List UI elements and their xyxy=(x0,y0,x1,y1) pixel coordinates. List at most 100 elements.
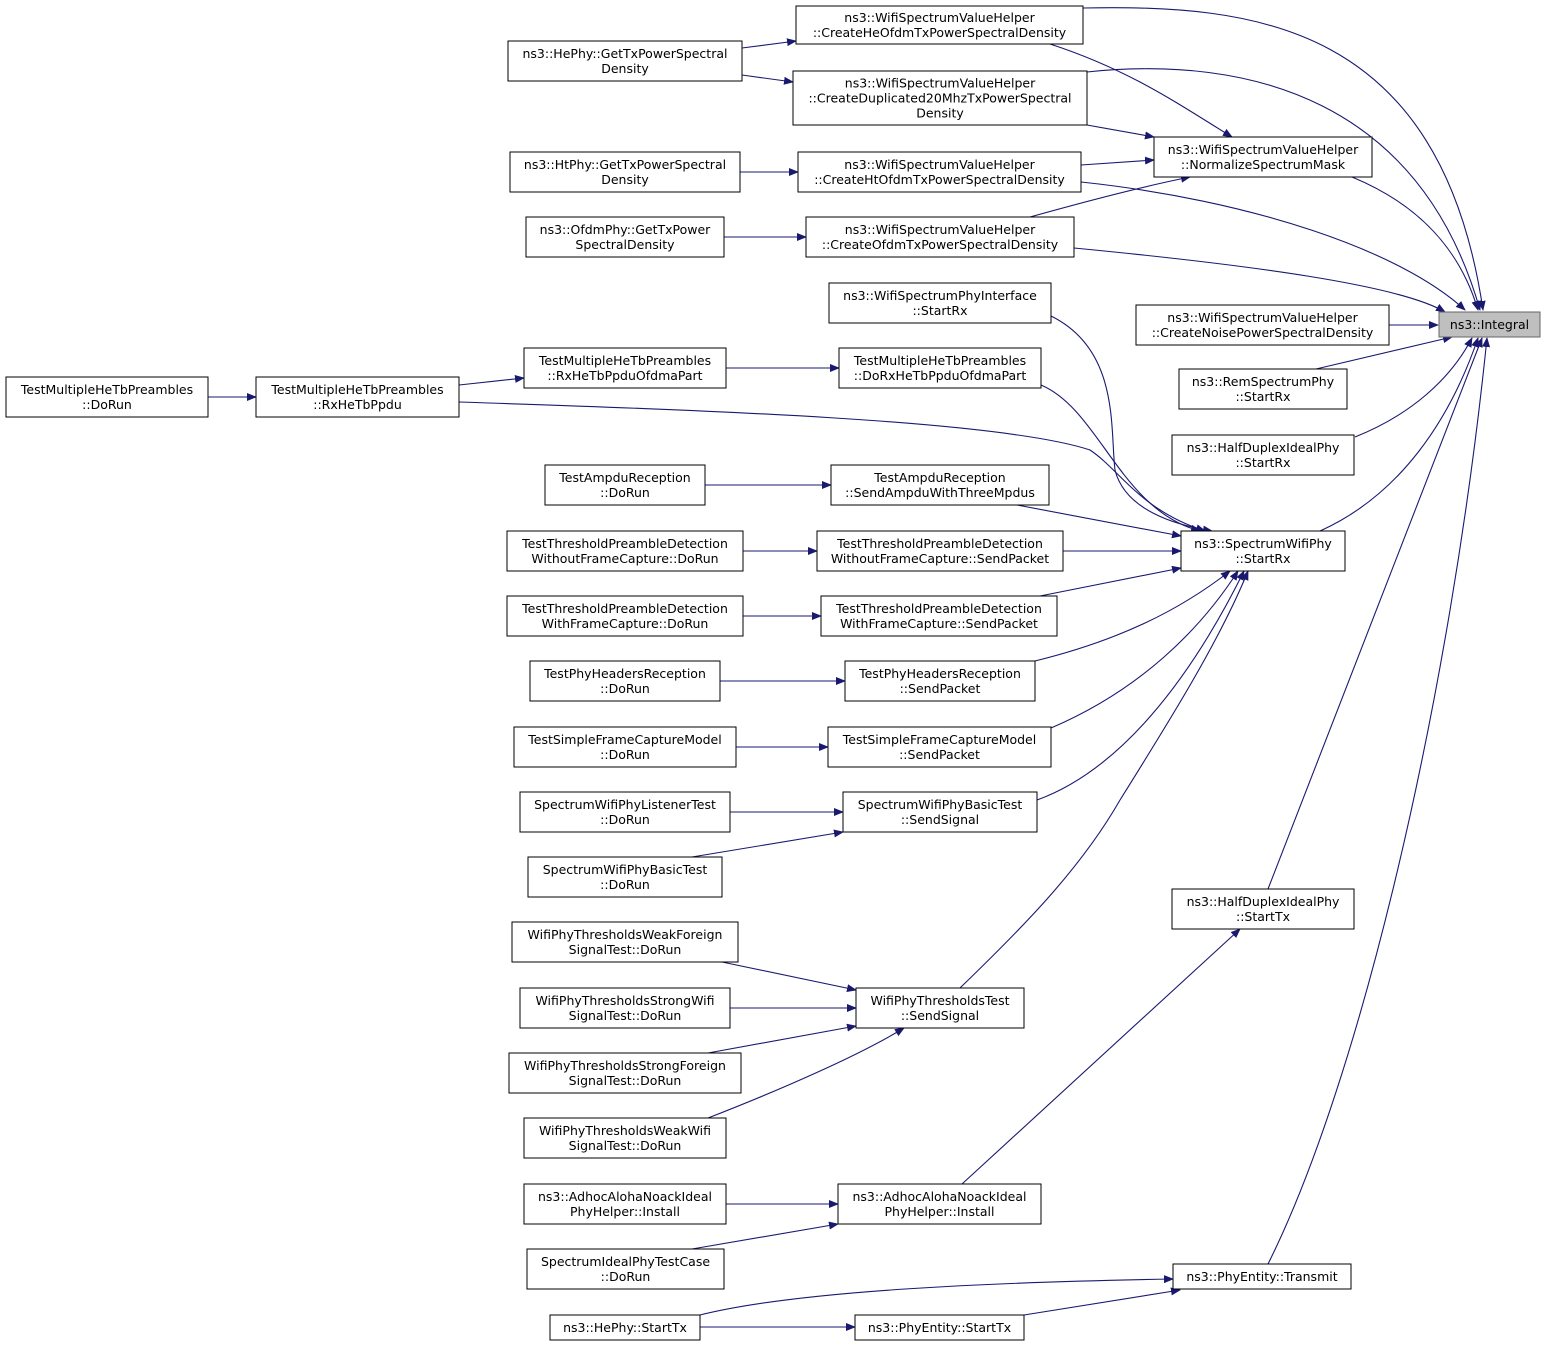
node-label-createHeOfdm-line-1: ::CreateHeOfdmTxPowerSpectralDensity xyxy=(813,25,1067,40)
edge-wifiSpecPhyIfStartRx-to-swpStartRx xyxy=(1050,315,1213,534)
node-label-remStartRx-line-1: ::StartRx xyxy=(1235,389,1290,404)
node-hePhyStartTx[interactable]: ns3::HePhy::StartTx xyxy=(549,1314,701,1341)
node-box-hePhyGetTx xyxy=(507,40,743,82)
node-box-wptsfDoRun xyxy=(508,1052,742,1094)
node-createHeOfdm[interactable]: ns3::WifiSpectrumValueHelper::CreateHeOf… xyxy=(795,5,1084,45)
node-box-tmhtpRxHeTbPpdu xyxy=(255,376,460,418)
node-box-createDup20 xyxy=(792,70,1088,126)
node-box-swpStartRx xyxy=(1180,530,1346,572)
node-label-phyEntityTransmit-line-0: ns3::PhyEntity::Transmit xyxy=(1186,1269,1337,1284)
node-label-tphrDoRun-line-1: ::DoRun xyxy=(600,681,650,696)
node-box-aaniphInstallL xyxy=(523,1183,727,1225)
node-tmhtpRxOfdma[interactable]: TestMultipleHeTbPreambles::RxHeTbPpduOfd… xyxy=(523,347,727,389)
node-label-wptsfDoRun-line-0: WifiPhyThresholdsStrongForeign xyxy=(524,1058,726,1073)
node-box-tmhtpDoRun xyxy=(5,376,209,418)
node-label-tpdwoSend-line-0: TestThresholdPreambleDetection xyxy=(836,536,1043,551)
node-box-normalizeMask xyxy=(1153,136,1373,178)
node-tmhtpDoRun[interactable]: TestMultipleHeTbPreambles::DoRun xyxy=(5,376,209,418)
node-createOfdm[interactable]: ns3::WifiSpectrumValueHelper::CreateOfdm… xyxy=(805,216,1075,258)
node-box-tarDoRun xyxy=(544,464,706,506)
node-box-aaniphInstallR xyxy=(837,1183,1042,1225)
node-tpdwDoRun[interactable]: TestThresholdPreambleDetectionWithFrameC… xyxy=(506,595,744,637)
node-hdipStartTx[interactable]: ns3::HalfDuplexIdealPhy::StartTx xyxy=(1171,888,1355,930)
node-aaniphInstallR[interactable]: ns3::AdhocAlohaNoackIdealPhyHelper::Inst… xyxy=(837,1183,1042,1225)
node-createNoise[interactable]: ns3::WifiSpectrumValueHelper::CreateNois… xyxy=(1135,304,1390,346)
node-tphrSend[interactable]: TestPhyHeadersReception::SendPacket xyxy=(844,660,1036,702)
edge-remStartRx-to-root xyxy=(1315,335,1453,370)
node-wptwfDoRun[interactable]: WifiPhyThresholdsWeakForeignSignalTest::… xyxy=(511,921,739,963)
node-label-aaniphInstallR-line-1: PhyHelper::Install xyxy=(884,1204,994,1219)
node-box-hePhyStartTx xyxy=(549,1314,701,1341)
node-root[interactable]: ns3::Integral xyxy=(1438,311,1541,338)
node-swpbtSend[interactable]: SpectrumWifiPhyBasicTest::SendSignal xyxy=(842,791,1038,833)
node-label-tpdwDoRun-line-1: WithFrameCapture::DoRun xyxy=(542,616,709,631)
node-tpdwoDoRun[interactable]: TestThresholdPreambleDetectionWithoutFra… xyxy=(506,530,744,572)
node-label-tsfcmDoRun-line-0: TestSimpleFrameCaptureModel xyxy=(527,732,721,747)
node-tsfcmDoRun[interactable]: TestSimpleFrameCaptureModel::DoRun xyxy=(513,726,737,768)
node-box-swpbtSend xyxy=(842,791,1038,833)
edge-hdipStartRx-to-root xyxy=(1354,337,1473,438)
node-label-hdipStartTx-line-0: ns3::HalfDuplexIdealPhy xyxy=(1187,894,1340,909)
node-box-tpdwoSend xyxy=(816,530,1064,572)
node-hdipStartRx[interactable]: ns3::HalfDuplexIdealPhy::StartRx xyxy=(1171,434,1355,476)
node-label-createNoise-line-1: ::CreateNoisePowerSpectralDensity xyxy=(1152,325,1374,340)
node-phyEntityTransmit[interactable]: ns3::PhyEntity::Transmit xyxy=(1172,1263,1352,1290)
node-box-createHeOfdm xyxy=(795,5,1084,45)
node-box-tpdwoDoRun xyxy=(506,530,744,572)
node-swpStartRx[interactable]: ns3::SpectrumWifiPhy::StartRx xyxy=(1180,530,1346,572)
node-box-wptSend xyxy=(855,987,1025,1029)
node-wifiSpecPhyIfStartRx[interactable]: ns3::WifiSpectrumPhyInterface::StartRx xyxy=(828,282,1052,324)
node-siptcDoRun[interactable]: SpectrumIdealPhyTestCase::DoRun xyxy=(526,1248,725,1290)
node-aaniphInstallL[interactable]: ns3::AdhocAlohaNoackIdealPhyHelper::Inst… xyxy=(523,1183,727,1225)
node-swpbtDoRun[interactable]: SpectrumWifiPhyBasicTest::DoRun xyxy=(527,856,723,898)
node-label-swpltDoRun-line-0: SpectrumWifiPhyListenerTest xyxy=(534,797,716,812)
edge-tarSend-to-swpStartRx xyxy=(1016,504,1182,539)
node-createDup20[interactable]: ns3::WifiSpectrumValueHelper::CreateDupl… xyxy=(792,70,1088,126)
node-wptwwDoRun[interactable]: WifiPhyThresholdsWeakWifiSignalTest::DoR… xyxy=(523,1117,727,1159)
node-box-hdipStartTx xyxy=(1171,888,1355,930)
node-label-swpbtSend-line-0: SpectrumWifiPhyBasicTest xyxy=(858,797,1023,812)
node-tarDoRun[interactable]: TestAmpduReception::DoRun xyxy=(544,464,706,506)
node-tmhtpRxHeTbPpdu[interactable]: TestMultipleHeTbPreambles::RxHeTbPpdu xyxy=(255,376,460,418)
node-box-siptcDoRun xyxy=(526,1248,725,1290)
node-wptSend[interactable]: WifiPhyThresholdsTest::SendSignal xyxy=(855,987,1025,1029)
node-label-tmhtpRxOfdma-line-1: ::RxHeTbPpduOfdmaPart xyxy=(547,368,702,383)
node-phyEntityStartTx[interactable]: ns3::PhyEntity::StartTx xyxy=(854,1314,1025,1341)
node-createHtOfdm[interactable]: ns3::WifiSpectrumValueHelper::CreateHtOf… xyxy=(797,151,1082,193)
edge-createHeOfdm-to-normalizeMask xyxy=(1049,43,1233,138)
node-box-tphrDoRun xyxy=(529,660,721,702)
node-label-tpdwDoRun-line-0: TestThresholdPreambleDetection xyxy=(521,601,728,616)
node-label-tmhtpRxHeTbPpdu-line-0: TestMultipleHeTbPreambles xyxy=(270,382,443,397)
node-tpdwoSend[interactable]: TestThresholdPreambleDetectionWithoutFra… xyxy=(816,530,1064,572)
node-label-wifiSpecPhyIfStartRx-line-0: ns3::WifiSpectrumPhyInterface xyxy=(843,288,1037,303)
node-box-remStartRx xyxy=(1178,368,1348,410)
edge-swpbtSend-to-swpStartRx xyxy=(1036,570,1245,801)
node-swpltDoRun[interactable]: SpectrumWifiPhyListenerTest::DoRun xyxy=(519,791,731,833)
node-label-createDup20-line-1: ::CreateDuplicated20MhzTxPowerSpectral xyxy=(808,91,1071,106)
node-label-wptswDoRun-line-1: SignalTest::DoRun xyxy=(569,1008,682,1023)
edge-createOfdm-to-normalizeMask xyxy=(1029,174,1191,218)
node-wptswDoRun[interactable]: WifiPhyThresholdsStrongWifiSignalTest::D… xyxy=(519,987,731,1029)
node-tsfcmSend[interactable]: TestSimpleFrameCaptureModel::SendPacket xyxy=(827,726,1052,768)
node-label-tsfcmDoRun-line-1: ::DoRun xyxy=(600,747,650,762)
node-label-createHtOfdm-line-0: ns3::WifiSpectrumValueHelper xyxy=(844,157,1035,172)
node-label-swpbtDoRun-line-1: ::DoRun xyxy=(600,877,650,892)
node-wptsfDoRun[interactable]: WifiPhyThresholdsStrongForeignSignalTest… xyxy=(508,1052,742,1094)
node-box-phyEntityTransmit xyxy=(1172,1263,1352,1290)
node-tpdwSend[interactable]: TestThresholdPreambleDetectionWithFrameC… xyxy=(820,595,1058,637)
node-tarSend[interactable]: TestAmpduReception::SendAmpduWithThreeMp… xyxy=(830,464,1050,506)
node-box-tmhtpRxOfdma xyxy=(523,347,727,389)
node-tmhtpDoRxOfdma[interactable]: TestMultipleHeTbPreambles::DoRxHeTbPpduO… xyxy=(838,347,1042,389)
node-remStartRx[interactable]: ns3::RemSpectrumPhy::StartRx xyxy=(1178,368,1348,410)
node-normalizeMask[interactable]: ns3::WifiSpectrumValueHelper::NormalizeS… xyxy=(1153,136,1373,178)
node-box-tsfcmDoRun xyxy=(513,726,737,768)
node-box-createHtOfdm xyxy=(797,151,1082,193)
node-tphrDoRun[interactable]: TestPhyHeadersReception::DoRun xyxy=(529,660,721,702)
node-label-swpbtSend-line-1: ::SendSignal xyxy=(901,812,979,827)
edge-createDup20-to-root xyxy=(1086,68,1482,311)
node-label-swpStartRx-line-0: ns3::SpectrumWifiPhy xyxy=(1194,536,1332,551)
node-label-tarSend-line-1: ::SendAmpduWithThreeMpdus xyxy=(845,485,1035,500)
